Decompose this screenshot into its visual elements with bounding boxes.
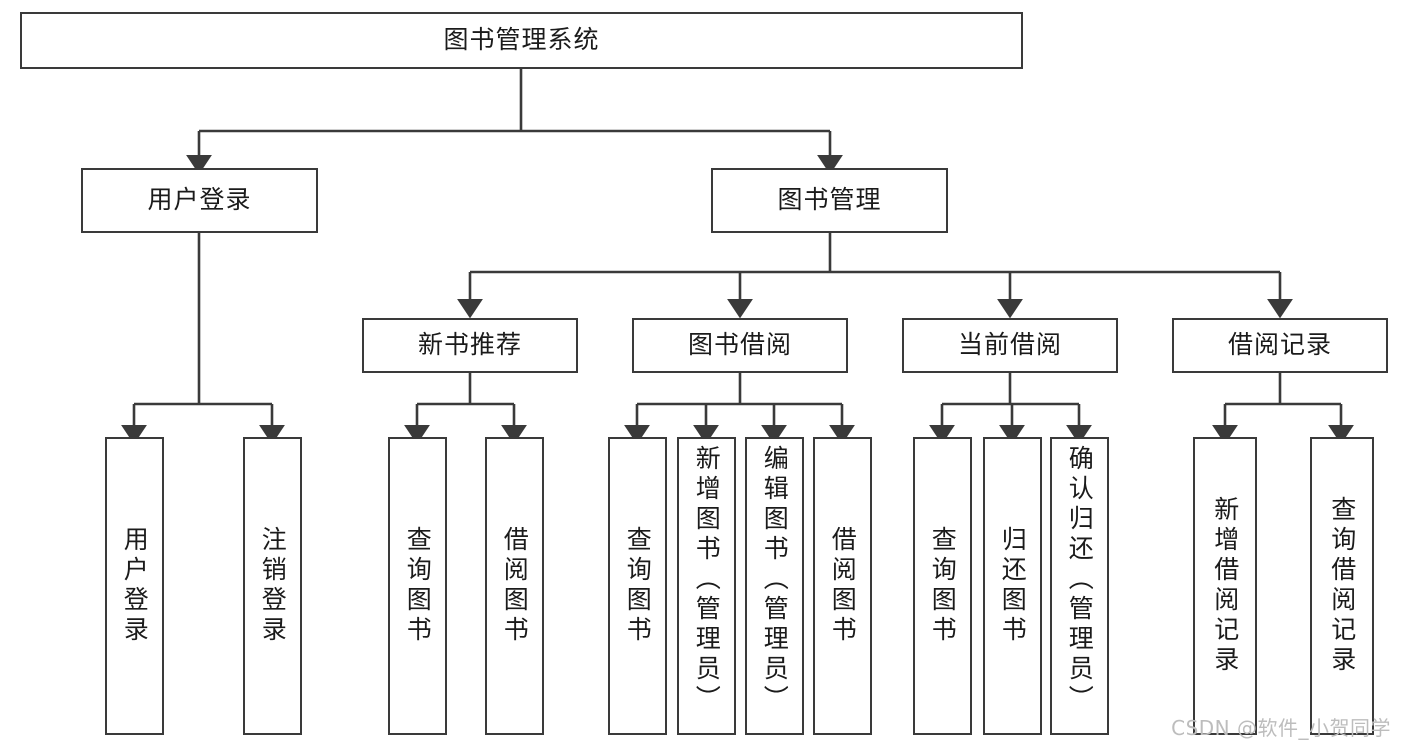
leaf-label: 查询图书 [623, 526, 653, 646]
leaf-label: 查询借阅记录 [1327, 496, 1357, 676]
leaf-label: 确认归还（管理员） [1065, 445, 1095, 715]
leaf-label: 编辑图书（管理员） [760, 445, 790, 715]
node-book-borrow[interactable]: 图书借阅 [632, 318, 848, 373]
leaf-book-borrow-add[interactable]: 新增图书（管理员） [677, 437, 736, 735]
leaf-label: 借阅图书 [500, 526, 530, 646]
node-current-borrow[interactable]: 当前借阅 [902, 318, 1118, 373]
leaf-label: 新增图书（管理员） [692, 445, 722, 715]
leaf-label: 借阅图书 [828, 526, 858, 646]
node-borrow-records[interactable]: 借阅记录 [1172, 318, 1388, 373]
watermark: CSDN @软件_小贺同学 [1171, 716, 1391, 740]
leaf-current-borrow-return[interactable]: 归还图书 [983, 437, 1042, 735]
leaf-new-book-query[interactable]: 查询图书 [388, 437, 447, 735]
leaf-label: 用户登录 [120, 526, 150, 646]
leaf-book-borrow-query[interactable]: 查询图书 [608, 437, 667, 735]
leaf-label: 注销登录 [258, 526, 288, 646]
leaf-records-query[interactable]: 查询借阅记录 [1310, 437, 1374, 735]
leaf-book-borrow-edit[interactable]: 编辑图书（管理员） [745, 437, 804, 735]
leaf-current-borrow-query[interactable]: 查询图书 [913, 437, 972, 735]
node-new-book-recommend[interactable]: 新书推荐 [362, 318, 578, 373]
leaf-new-book-borrow[interactable]: 借阅图书 [485, 437, 544, 735]
node-book-management[interactable]: 图书管理 [711, 168, 948, 233]
leaf-label: 归还图书 [998, 526, 1028, 646]
leaf-user-login-login[interactable]: 用户登录 [105, 437, 164, 735]
node-root[interactable]: 图书管理系统 [20, 12, 1023, 69]
leaf-user-login-logout[interactable]: 注销登录 [243, 437, 302, 735]
leaf-label: 查询图书 [403, 526, 433, 646]
leaf-records-add[interactable]: 新增借阅记录 [1193, 437, 1257, 735]
leaf-book-borrow-borrow[interactable]: 借阅图书 [813, 437, 872, 735]
leaf-label: 查询图书 [928, 526, 958, 646]
leaf-current-borrow-confirm[interactable]: 确认归还（管理员） [1050, 437, 1109, 735]
leaf-label: 新增借阅记录 [1210, 496, 1240, 676]
node-user-login[interactable]: 用户登录 [81, 168, 318, 233]
